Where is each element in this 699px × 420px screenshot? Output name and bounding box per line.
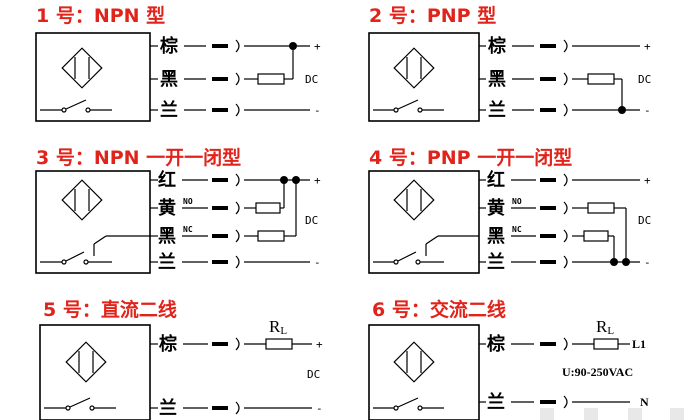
terminal-label: L1 [632, 337, 646, 351]
no-tag: NO [183, 197, 193, 206]
wire-label: 棕 [488, 35, 506, 57]
terminal-label: + [644, 40, 651, 53]
terminal-label: + [644, 174, 651, 187]
diagram-3: 3 号：NPN 一开一闭型 红 黄 黑 兰 NO NC [35, 146, 321, 274]
wire-label: 棕 [487, 333, 505, 355]
diagram-6: 6 号：交流二线 棕 兰 RL L1 N U:90-250VAC [368, 298, 649, 420]
terminal-label: + [314, 174, 321, 187]
wire-label: 兰 [487, 391, 505, 413]
connector-lines [511, 337, 630, 409]
wire-label: 兰 [159, 397, 177, 419]
watermark-icon [540, 408, 684, 420]
wire-label: 兰 [158, 251, 176, 273]
diagram-4: 4 号：PNP 一开一闭型 红 黄 黑 兰 NO NC [368, 146, 651, 274]
connector-lines [511, 173, 640, 269]
wire-label: 黑 [488, 69, 506, 90]
terminal-label: - [314, 256, 321, 269]
wire-label: 红 [158, 169, 176, 191]
terminal-label: - [316, 402, 323, 415]
connector-lines [182, 173, 310, 269]
diagram-5-title: 5 号：直流二线 [43, 298, 177, 321]
supply-label: DC [638, 73, 651, 86]
terminal-label: - [644, 104, 651, 117]
supply-label: DC [305, 214, 318, 227]
terminal-label: - [314, 104, 321, 117]
wire-label: 黑 [487, 226, 505, 247]
sensor-box [35, 170, 151, 274]
terminal-label: + [316, 338, 323, 351]
switch-icon [373, 99, 444, 113]
no-tag: NO [512, 197, 522, 206]
switch-icon [373, 235, 479, 265]
supply-label: U:90-250VAC [562, 365, 633, 379]
supply-label: DC [305, 73, 318, 86]
connector-lines [184, 39, 310, 117]
diagram-4-title: 4 号：PNP 一开一闭型 [369, 146, 572, 169]
wire-label: 黄 [158, 197, 176, 219]
wire-label: 兰 [487, 251, 505, 273]
resistor-label: RL [596, 317, 614, 337]
switch-icon [373, 397, 444, 411]
diagram-6-title: 6 号：交流二线 [372, 298, 506, 321]
diagram-1: 1 号：NPN 型 棕 黑 兰 + - DC [35, 4, 321, 122]
supply-label: DC [638, 214, 651, 227]
wire-label: 棕 [160, 35, 178, 57]
diagram-1-title: 1 号：NPN 型 [36, 4, 165, 27]
nc-tag: NC [512, 225, 522, 234]
wire-label: 红 [487, 169, 505, 191]
connector-lines [512, 39, 640, 117]
terminal-label: - [644, 256, 651, 269]
diagram-3-title: 3 号：NPN 一开一闭型 [36, 146, 241, 169]
supply-label: DC [307, 368, 320, 381]
wire-label: 黑 [160, 69, 178, 90]
wire-label: 棕 [159, 333, 177, 355]
nc-tag: NC [183, 225, 193, 234]
sensor-box [368, 170, 480, 274]
switch-icon [40, 99, 112, 113]
diagram-2-title: 2 号：PNP 型 [369, 4, 496, 27]
switch-icon [40, 235, 150, 265]
wire-label: 兰 [160, 99, 178, 121]
connector-lines [183, 337, 312, 415]
wire-label: 兰 [488, 99, 506, 121]
resistor-label: RL [269, 317, 287, 337]
diagram-5: 5 号：直流二线 棕 兰 RL + - DC [39, 298, 323, 420]
wire-label: 黑 [158, 226, 176, 247]
switch-icon [44, 397, 116, 411]
wire-label: 黄 [487, 197, 505, 219]
terminal-label: N [640, 395, 649, 409]
terminal-label: + [314, 40, 321, 53]
diagram-2: 2 号：PNP 型 棕 黑 兰 + - DC [368, 4, 651, 122]
